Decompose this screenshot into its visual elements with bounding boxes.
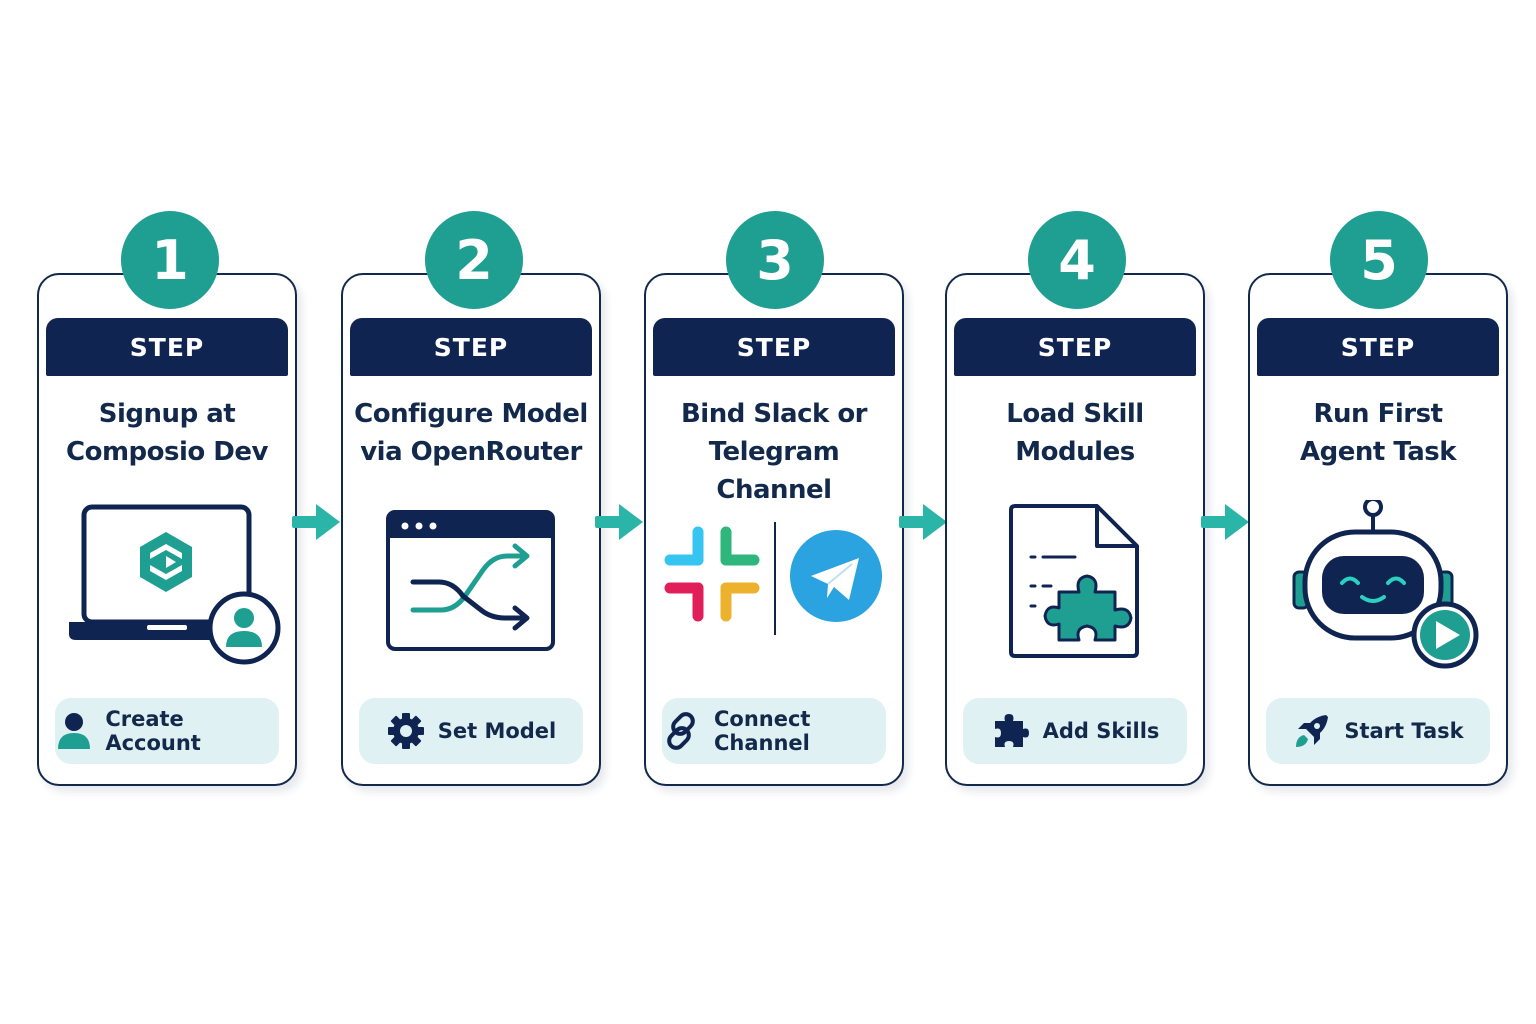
step-title-line: Telegram Channel: [708, 437, 840, 505]
robot-icon: [1292, 497, 1454, 641]
step-title-5: Run First Agent Task: [1256, 395, 1500, 471]
step-title-line: via OpenRouter: [360, 437, 582, 467]
add-skills-button[interactable]: Add Skills: [963, 698, 1187, 764]
step-title-line: Modules: [1015, 437, 1135, 467]
start-task-button[interactable]: Start Task: [1266, 698, 1490, 764]
step-number-5: 5: [1330, 211, 1428, 309]
channels-illustration: [646, 500, 902, 675]
step-number-1: 1: [121, 211, 219, 309]
rocket-icon: [1292, 711, 1332, 751]
document-puzzle-illustration: [947, 500, 1203, 675]
button-label: Connect Channel: [714, 707, 811, 755]
step-title-line: Load Skill: [1006, 399, 1144, 429]
step-banner-2: STEP: [350, 318, 592, 376]
browser-window-icon: [386, 510, 555, 651]
arrow-right-icon: [897, 500, 951, 544]
user-icon: [55, 711, 93, 751]
step-number-4: 4: [1028, 211, 1126, 309]
step-title-line: Agent Task: [1299, 437, 1457, 467]
button-label: Set Model: [437, 719, 557, 743]
puzzle-piece-icon: [1043, 574, 1133, 642]
step-title-2: Configure Model via OpenRouter: [349, 395, 593, 471]
puzzle-icon: [991, 711, 1031, 751]
user-avatar-icon: [207, 591, 281, 665]
set-model-button[interactable]: Set Model: [359, 698, 583, 764]
browser-shuffle-illustration: [343, 500, 599, 675]
create-account-button[interactable]: Create Account: [55, 698, 279, 764]
arrow-right-icon: [1199, 500, 1253, 544]
telegram-logo-icon: [790, 530, 882, 622]
step-title-4: Load Skill Modules: [953, 395, 1197, 471]
play-button-icon: [1411, 601, 1479, 669]
step-card-2: 2 STEP Configure Model via OpenRouter: [341, 211, 601, 786]
gear-icon: [386, 711, 426, 751]
step-number-3: 3: [726, 211, 824, 309]
laptop-composio-illustration: [39, 500, 295, 675]
arrow-right-icon: [593, 500, 647, 544]
step-card-1: 1 STEP Signup at Composio Dev: [37, 211, 297, 786]
step-card-3: 3 STEP Bind Slack or Telegram Channel: [644, 211, 904, 786]
step-card-4: 4 STEP Load Skill Modules Ad: [945, 211, 1205, 786]
step-title-1: Signup at Composio Dev: [45, 395, 289, 471]
link-icon: [662, 711, 702, 751]
composio-logo-icon: [140, 532, 192, 592]
step-number-2: 2: [425, 211, 523, 309]
step-title-line: Composio Dev: [66, 437, 268, 467]
step-banner-5: STEP: [1257, 318, 1499, 376]
step-title-line: Run First: [1313, 399, 1444, 429]
button-label: Add Skills: [1042, 719, 1160, 743]
step-banner-1: STEP: [46, 318, 288, 376]
button-label: Create Account: [105, 707, 201, 755]
slack-logo-icon: [664, 526, 760, 622]
step-title-line: Signup at: [98, 399, 236, 429]
shuffle-arrows-icon: [410, 543, 530, 631]
step-banner-4: STEP: [954, 318, 1196, 376]
robot-illustration: [1250, 497, 1506, 675]
step-title-line: Configure Model: [354, 399, 588, 429]
step-card-5: 5 STEP Run First Agent Task: [1248, 211, 1508, 786]
connect-channel-button[interactable]: Connect Channel: [662, 698, 886, 764]
step-title-3: Bind Slack or Telegram Channel: [652, 395, 896, 509]
step-title-line: Bind Slack or: [680, 399, 868, 429]
step-banner-3: STEP: [653, 318, 895, 376]
arrow-right-icon: [290, 500, 344, 544]
button-label: Start Task: [1344, 719, 1464, 743]
